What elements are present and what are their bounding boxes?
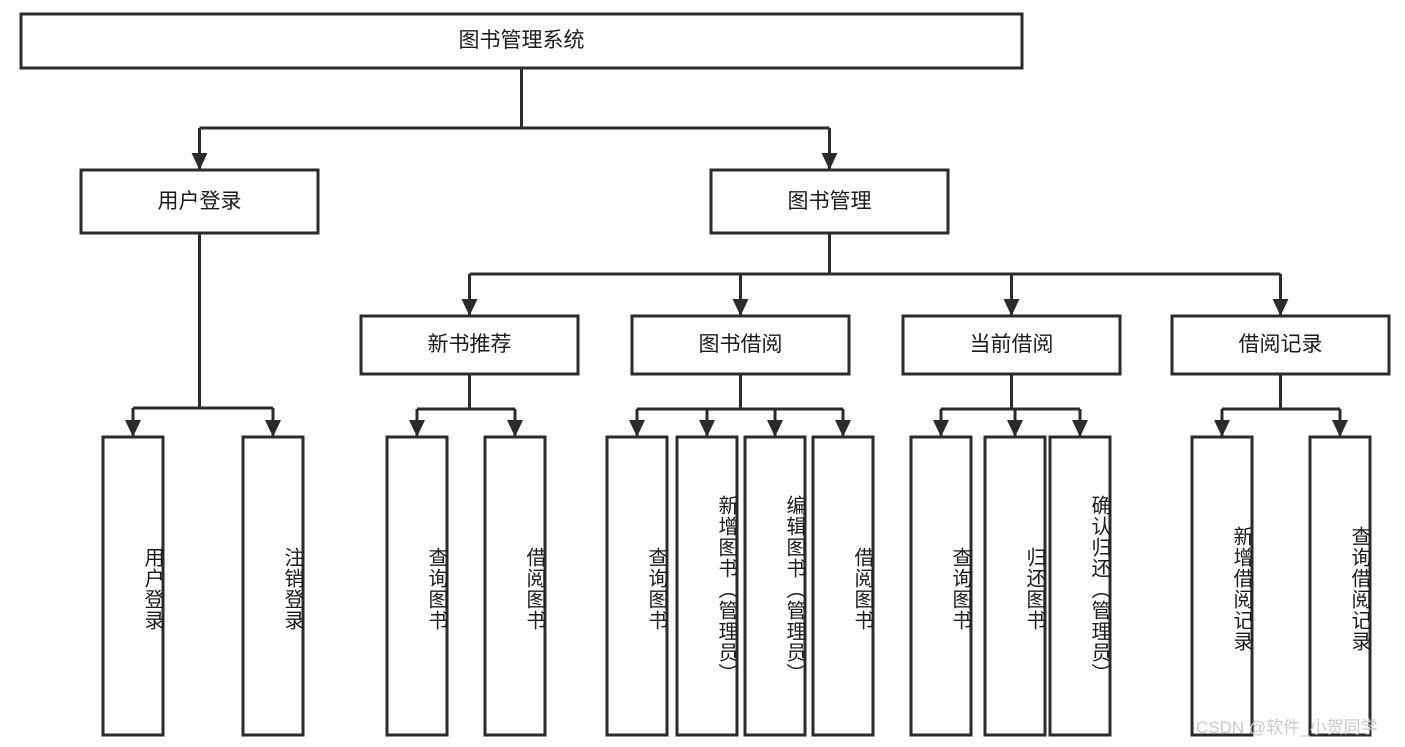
node-box-leaf_7[interactable]	[811, 435, 875, 737]
arrow-head-icon	[1272, 299, 1289, 316]
node-box-l3_3[interactable]	[1170, 314, 1391, 376]
arrow-head-icon	[699, 420, 715, 437]
node-box-leaf_10[interactable]	[1048, 435, 1112, 737]
arrow-head-icon	[1072, 420, 1088, 437]
node-box-leaf_4[interactable]	[605, 435, 669, 737]
arrow-head-icon	[933, 420, 949, 437]
node-box-leaf_5[interactable]	[675, 435, 739, 737]
arrow-head-icon	[191, 153, 208, 170]
node-box-leaf_12[interactable]	[1308, 435, 1372, 737]
arrow-head-icon	[835, 420, 851, 437]
arrow-head-icon	[767, 420, 783, 437]
arrow-head-icon	[1332, 420, 1348, 437]
node-box-root[interactable]	[19, 12, 1024, 70]
arrow-head-icon	[409, 420, 425, 437]
node-box-l2_0[interactable]	[79, 168, 320, 235]
boxes-layer	[19, 12, 1391, 737]
arrow-head-icon	[629, 420, 645, 437]
arrow-head-icon	[1003, 299, 1020, 316]
node-box-leaf_0[interactable]	[101, 435, 165, 737]
arrow-head-icon	[732, 299, 749, 316]
arrow-head-icon	[507, 420, 523, 437]
node-box-leaf_6[interactable]	[743, 435, 807, 737]
node-box-l3_1[interactable]	[630, 314, 851, 376]
arrow-head-icon	[265, 420, 281, 437]
node-box-leaf_9[interactable]	[983, 435, 1047, 737]
csdn-watermark: CSDN @软件_小贺同学	[1196, 718, 1378, 737]
arrow-head-icon	[821, 153, 838, 170]
node-box-leaf_2[interactable]	[385, 435, 449, 737]
node-box-leaf_1[interactable]	[241, 435, 305, 737]
edges-layer	[125, 68, 1348, 437]
node-box-leaf_3[interactable]	[483, 435, 547, 737]
node-box-leaf_8[interactable]	[909, 435, 973, 737]
node-box-leaf_11[interactable]	[1190, 435, 1254, 737]
node-box-l3_2[interactable]	[901, 314, 1122, 376]
arrow-head-icon	[461, 299, 478, 316]
node-box-l3_0[interactable]	[359, 314, 580, 376]
arrow-head-icon	[1007, 420, 1023, 437]
arrow-head-icon	[1214, 420, 1230, 437]
node-box-l2_1[interactable]	[709, 168, 950, 235]
arrow-head-icon	[125, 420, 141, 437]
